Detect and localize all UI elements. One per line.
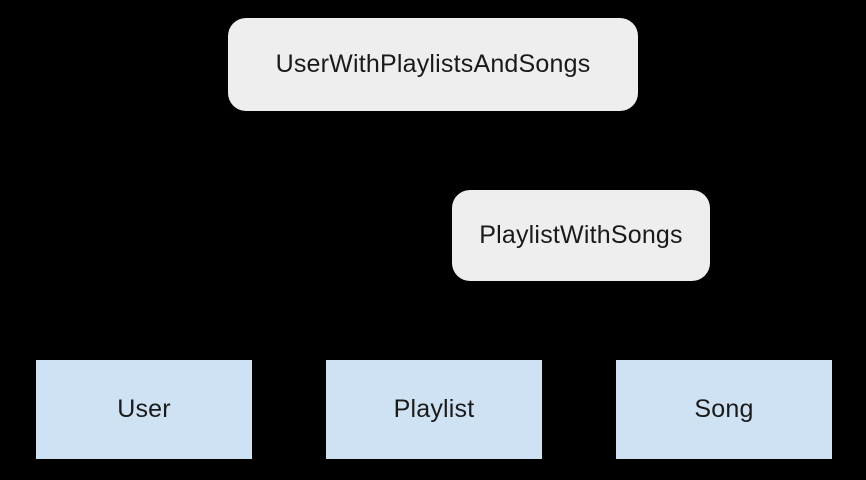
- node-label: Playlist: [393, 395, 475, 423]
- node-label: User: [117, 395, 171, 423]
- node-playlist-with-songs: PlaylistWithSongs: [452, 190, 710, 281]
- node-label: PlaylistWithSongs: [479, 221, 683, 249]
- node-song: Song: [616, 360, 832, 459]
- node-user: User: [36, 360, 252, 459]
- node-user-with-playlists-and-songs: UserWithPlaylistsAndSongs: [228, 18, 638, 111]
- node-label: UserWithPlaylistsAndSongs: [275, 50, 591, 78]
- node-label: Song: [694, 395, 754, 423]
- node-playlist: Playlist: [326, 360, 542, 459]
